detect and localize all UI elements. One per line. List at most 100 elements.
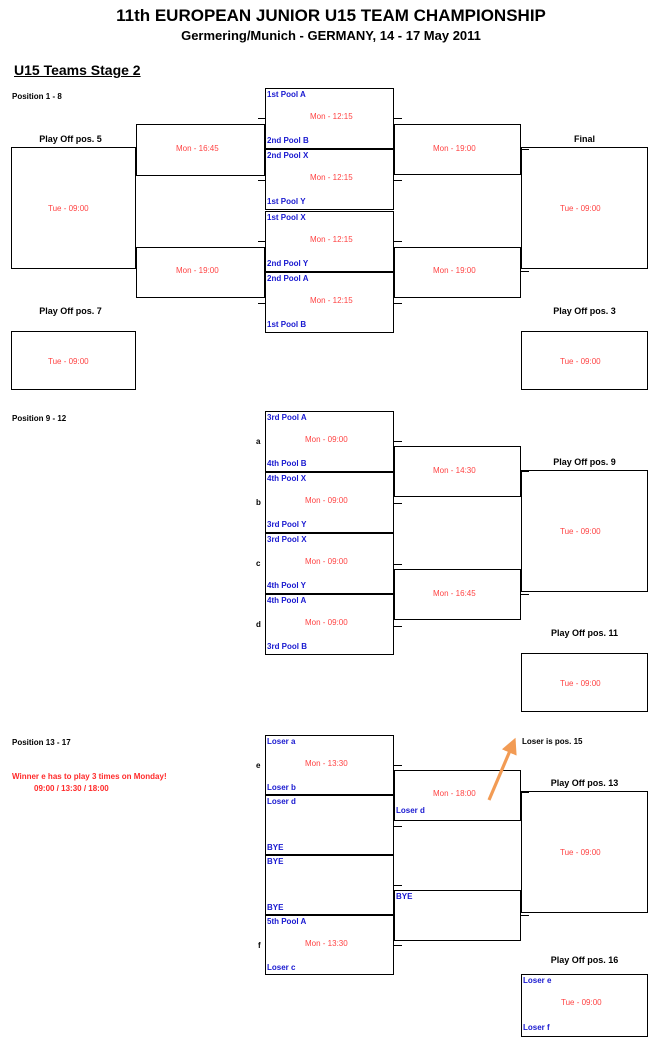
match-c-top-team: 3rd Pool X	[267, 535, 307, 544]
loser-match-1-time: Mon - 16:45	[176, 144, 219, 153]
bottom-semifinal-1-time: Mon - 18:00	[433, 789, 476, 798]
bottom-semifinal-box-1	[394, 770, 521, 821]
playoff11-label: Play Off pos. 11	[550, 628, 619, 638]
match-b-time: Mon - 09:00	[305, 496, 348, 505]
match-box-bye-bye	[265, 855, 394, 915]
playoff16-top-team: Loser e	[523, 976, 552, 985]
playoff3-time: Tue - 09:00	[560, 357, 601, 366]
final-time: Tue - 09:00	[560, 204, 601, 213]
match-box-d	[265, 594, 394, 655]
connector-stub	[521, 149, 529, 150]
connector-stub	[521, 271, 529, 272]
match-box-b	[265, 472, 394, 533]
connector-stub	[258, 180, 266, 181]
qf2-time: Mon - 12:15	[310, 173, 353, 182]
loser-match-box-2	[136, 247, 265, 298]
middle-semifinal-box-1	[394, 446, 521, 497]
match-e-top-team: Loser a	[267, 737, 296, 746]
match-f-bottom-team: Loser c	[267, 963, 296, 972]
match-c-time: Mon - 09:00	[305, 557, 348, 566]
playoff9-time: Tue - 09:00	[560, 527, 601, 536]
qf2-bottom-team: 1st Pool Y	[267, 197, 306, 206]
page-title: 11th EUROPEAN JUNIOR U15 TEAM CHAMPIONSH…	[116, 6, 546, 25]
slot-letter-b: b	[256, 498, 261, 507]
bottom-semifinal-2-team: BYE	[396, 892, 413, 901]
match-e-bottom-team: Loser b	[267, 783, 296, 792]
match-a-bottom-team: 4th Pool B	[267, 459, 307, 468]
final-box	[521, 147, 648, 269]
connector-stub	[521, 915, 529, 916]
section-label-position-13-17: Position 13 - 17	[12, 738, 71, 747]
connector-stub	[394, 765, 402, 766]
match-d-time: Mon - 09:00	[305, 618, 348, 627]
section-label-position-9-12: Position 9 - 12	[12, 414, 67, 423]
match-box-c	[265, 533, 394, 594]
section-label-position-1-8: Position 1 - 8	[12, 92, 62, 101]
playoff9-box	[521, 470, 648, 592]
match-loserd-top-team: Loser d	[267, 797, 296, 806]
qf4-time: Mon - 12:15	[310, 296, 353, 305]
playoff16-time: Tue - 09:00	[561, 998, 602, 1007]
connector-stub	[394, 441, 402, 442]
connector-stub	[258, 303, 266, 304]
connector-stub	[394, 885, 402, 886]
qf1-bottom-team: 2nd Pool B	[267, 136, 309, 145]
bottom-semifinal-1-team: Loser d	[396, 806, 425, 815]
qf3-time: Mon - 12:15	[310, 235, 353, 244]
playoff9-label: Play Off pos. 9	[553, 457, 616, 467]
middle-semifinal-2-time: Mon - 16:45	[433, 589, 476, 598]
match-b-top-team: 4th Pool X	[267, 474, 307, 483]
connector-stub	[394, 945, 402, 946]
qf1-top-team: 1st Pool A	[267, 90, 306, 99]
playoff5-label: Play Off pos. 5	[39, 134, 102, 144]
final-label: Final	[573, 134, 595, 144]
match-box-loser-d-bye	[265, 795, 394, 855]
playoff16-bottom-team: Loser f	[523, 1023, 550, 1032]
connector-stub	[258, 118, 266, 119]
semifinal-2-time: Mon - 19:00	[433, 266, 476, 275]
match-f-time: Mon - 13:30	[305, 939, 348, 948]
playoff13-box	[521, 791, 648, 913]
match-byebye-bottom-team: BYE	[267, 903, 284, 912]
match-byebye-top-team: BYE	[267, 857, 284, 866]
connector-stub	[394, 180, 402, 181]
connector-stub	[521, 792, 529, 793]
bottom-note-line1: Winner e has to play 3 times on Monday!	[12, 772, 167, 781]
slot-letter-a: a	[256, 437, 261, 446]
match-loserd-bottom-team: BYE	[267, 843, 284, 852]
loser-is-pos-15-arrow	[487, 737, 517, 801]
match-a-time: Mon - 09:00	[305, 435, 348, 444]
match-box-e	[265, 735, 394, 795]
qf1-time: Mon - 12:15	[310, 112, 353, 121]
connector-stub	[394, 241, 402, 242]
stage-heading: U15 Teams Stage 2	[14, 62, 141, 78]
connector-stub	[521, 594, 529, 595]
bottom-note-line2: 09:00 / 13:30 / 18:00	[34, 784, 109, 793]
middle-semifinal-box-2	[394, 569, 521, 620]
page-subtitle: Germering/Munich - GERMANY, 14 - 17 May …	[181, 28, 481, 43]
loser-match-box-1	[136, 124, 265, 176]
middle-semifinal-1-time: Mon - 14:30	[433, 466, 476, 475]
loser-match-2-time: Mon - 19:00	[176, 266, 219, 275]
playoff11-box	[521, 653, 648, 712]
slot-letter-d: d	[256, 620, 261, 629]
playoff7-box	[11, 331, 136, 390]
match-d-top-team: 4th Pool A	[267, 596, 307, 605]
playoff3-box	[521, 331, 648, 390]
playoff11-time: Tue - 09:00	[560, 679, 601, 688]
match-e-time: Mon - 13:30	[305, 759, 348, 768]
semifinal-1-time: Mon - 19:00	[433, 144, 476, 153]
connector-stub	[394, 626, 402, 627]
bottom-semifinal-box-2	[394, 890, 521, 941]
playoff16-box	[521, 974, 648, 1037]
connector-stub	[394, 826, 402, 827]
qf4-top-team: 2nd Pool A	[267, 274, 309, 283]
playoff13-time: Tue - 09:00	[560, 848, 601, 857]
match-c-bottom-team: 4th Pool Y	[267, 581, 306, 590]
connector-stub	[394, 118, 402, 119]
playoff7-label: Play Off pos. 7	[39, 306, 102, 316]
playoff13-label: Play Off pos. 13	[550, 778, 619, 788]
match-d-bottom-team: 3rd Pool B	[267, 642, 308, 651]
connector-stub	[394, 503, 402, 504]
